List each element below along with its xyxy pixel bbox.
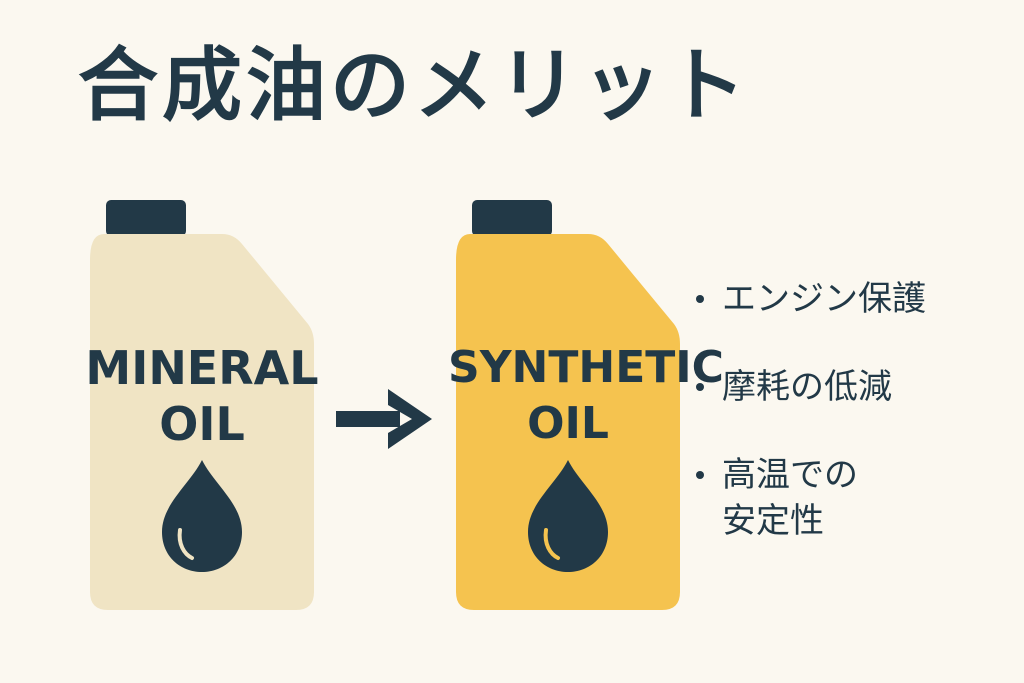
benefit-text: 摩耗の低減: [722, 367, 892, 407]
page-title: 合成油のメリット: [78, 39, 750, 132]
jug-cap: [106, 200, 186, 236]
benefit-item: 摩耗の低減: [690, 364, 926, 410]
synthetic-label-line1: SYNTHETIC: [448, 342, 724, 393]
mineral-oil-jug: MINERAL OIL: [82, 198, 322, 614]
synthetic-oil-jug: SYNTHETIC OIL: [448, 198, 724, 614]
mineral-label-line1: MINERAL: [85, 341, 319, 395]
mineral-label-line2: OIL: [159, 397, 245, 451]
benefit-text: 高温での: [722, 455, 858, 495]
benefit-item: 高温での 安定性: [690, 452, 926, 544]
oil-drop-icon: [528, 460, 608, 572]
arrow-right-icon: [336, 385, 436, 459]
jug-body: [90, 234, 314, 610]
synthetic-label-line2: OIL: [527, 398, 609, 449]
synthetic-jug-shape: [456, 200, 680, 610]
jug-cap: [472, 200, 552, 236]
synthetic-oil-label: SYNTHETIC OIL: [448, 340, 724, 452]
benefit-text-continued: 安定性: [722, 501, 824, 541]
mineral-jug-shape: [90, 200, 314, 610]
benefit-text: エンジン保護: [722, 279, 926, 319]
benefit-item: エンジン保護: [690, 276, 926, 322]
oil-drop-icon: [162, 460, 242, 572]
benefits-list: エンジン保護 摩耗の低減 高温での 安定性: [690, 276, 926, 586]
mineral-oil-label: MINERAL OIL: [82, 340, 322, 452]
jug-body: [456, 234, 680, 610]
